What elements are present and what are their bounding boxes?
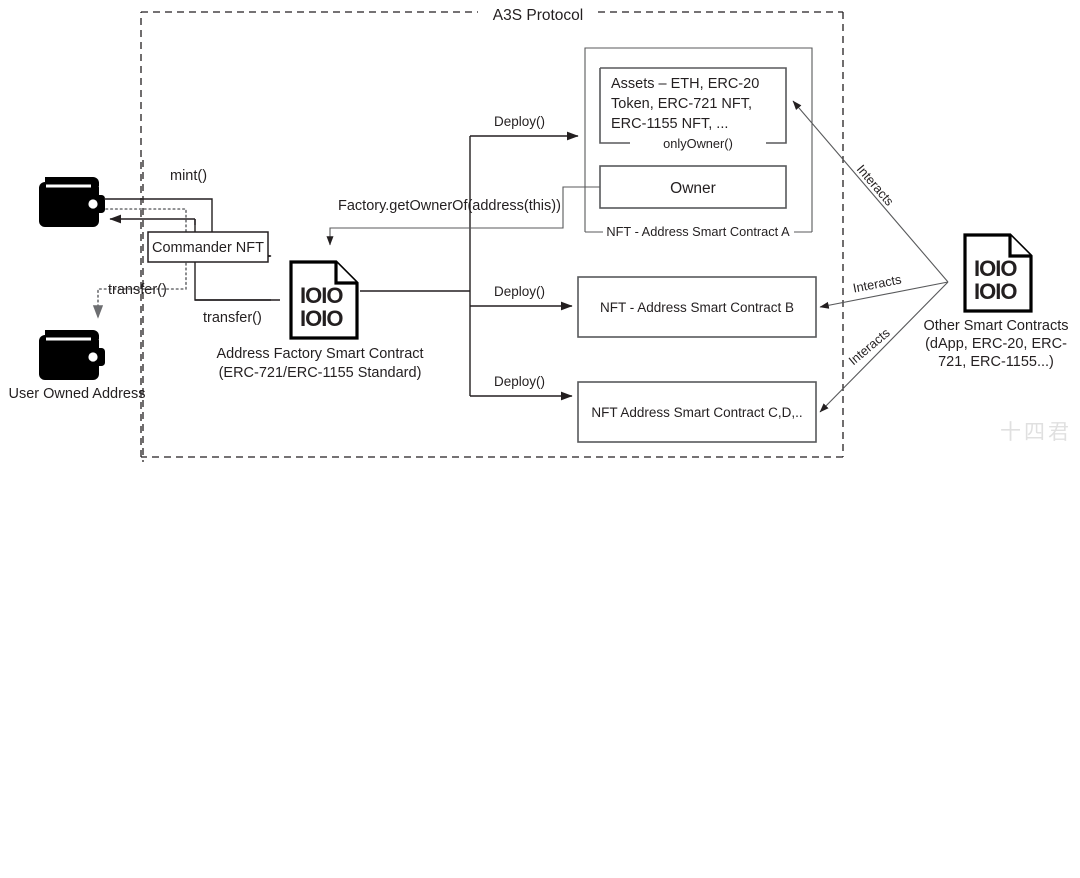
only-owner-label: onlyOwner() [663, 136, 733, 151]
factory-icon-line-1: IOIO [300, 283, 343, 308]
assets-line-2: Token, ERC-721 NFT, [611, 96, 752, 112]
factory-label-1: Address Factory Smart Contract [216, 346, 423, 362]
deploy-b-label: Deploy() [494, 284, 545, 299]
contract-b-label: NFT - Address Smart Contract B [600, 300, 794, 315]
factory-label-2: (ERC-721/ERC-1155 Standard) [219, 365, 422, 381]
wechat-icon [1000, 416, 1080, 878]
deploy-edges [360, 131, 579, 401]
get-owner-edge [326, 186, 600, 246]
commander-nft-box [147, 231, 269, 263]
diagram-svg: A3S Protocol NFT - Address Smart Contrac… [8, 7, 1069, 462]
diagram-canvas: A3S Protocol NFT - Address Smart Contrac… [8, 7, 1072, 462]
contract-a-outer-label: NFT - Address Smart Contract A [606, 224, 790, 239]
contract-b-box [577, 276, 817, 338]
transfer-dotted-edge [92, 208, 187, 319]
deploy-a-label: Deploy() [494, 114, 545, 129]
a3s-boundary [140, 11, 844, 458]
other-icon-line-2: IOIO [974, 279, 1017, 304]
contract-cd-label: NFT Address Smart Contract C,D,.. [591, 405, 802, 420]
transfer-2-label: transfer() [203, 310, 262, 326]
owner-label: Owner [670, 180, 716, 197]
user-owned-address-label: User Owned Address [8, 386, 145, 402]
other-contracts-label-1: Other Smart Contracts [923, 318, 1068, 334]
assets-line-3: ERC-1155 NFT, ... [611, 116, 728, 132]
get-owner-label: Factory.getOwnerOf(address(this)) [338, 198, 561, 214]
deploy-cd-label: Deploy() [494, 374, 545, 389]
commander-nft-label: Commander NFT [152, 240, 264, 256]
transfer-1-label: transfer() [108, 282, 167, 298]
watermark: 十四君 [1000, 416, 1072, 446]
other-contracts-label-2: (dApp, ERC-20, ERC- [925, 336, 1067, 352]
watermark-text: 十四君 [1000, 420, 1072, 444]
other-contracts-icon: IOIO IOIO [963, 233, 1033, 313]
assets-box [599, 67, 787, 144]
other-contracts-label-3: 721, ERC-1155...) [938, 354, 1054, 370]
commander-wallet-icon [39, 177, 105, 227]
mint-label: mint() [170, 168, 207, 184]
assets-line-1: Assets – ETH, ERC-20 [611, 76, 759, 92]
address-factory-icon: IOIO IOIO [289, 260, 359, 340]
user-owned-address-icon [39, 330, 105, 380]
interacts-a-label: Interacts [854, 162, 897, 209]
contract-cd-box [577, 381, 817, 443]
interacts-edges [792, 100, 949, 413]
mint-return-edge [110, 219, 196, 225]
factory-icon-line-2: IOIO [300, 306, 343, 331]
other-icon-line-1: IOIO [974, 256, 1017, 281]
contract-a-outer [584, 47, 813, 233]
boundary-title: A3S Protocol [493, 7, 583, 24]
